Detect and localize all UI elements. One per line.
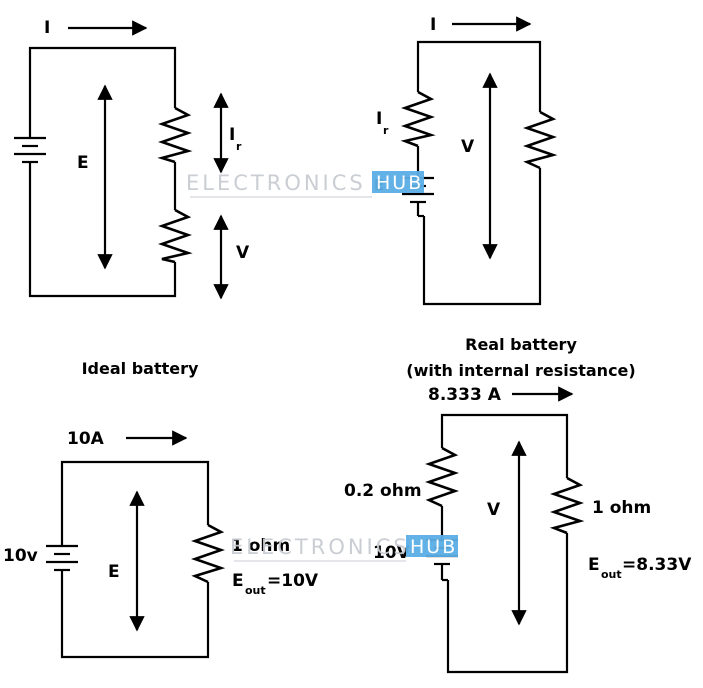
internal-resistor-symbol <box>157 106 193 164</box>
real-caption-line2: (with internal resistance) <box>406 361 635 380</box>
eout-symbol: E <box>232 571 244 591</box>
voltage-label: V <box>461 137 475 157</box>
eout-subscript: out <box>601 568 622 581</box>
emf-label: E <box>108 562 120 582</box>
eout-value: =10V <box>267 571 319 591</box>
internal-resistor-symbol <box>400 90 436 148</box>
voltage-label: V <box>487 500 501 520</box>
internal-current-label: I <box>376 109 382 129</box>
current-value: 10A <box>67 429 105 449</box>
load-resistance: 1 ohm <box>592 498 651 518</box>
wire <box>416 40 542 112</box>
load-resistor-symbol <box>523 110 558 170</box>
source-voltage: 10V <box>373 543 411 563</box>
watermark-text: ELECTRONICS <box>230 535 410 559</box>
load-resistor-symbol <box>158 208 193 264</box>
wire <box>60 578 210 659</box>
load-resistor-symbol <box>191 523 226 584</box>
ideal-concept-circuit: I E I r V <box>14 18 250 300</box>
current-label: I <box>44 18 50 38</box>
watermark-box-text: HUB <box>410 536 457 558</box>
internal-current-subscript: r <box>236 140 242 153</box>
real-concept-circuit: I I r V E <box>374 15 558 306</box>
watermark-box-text: HUB <box>376 172 423 194</box>
wire <box>446 533 569 674</box>
voltage-label: V <box>236 243 250 263</box>
battery-symbol <box>14 136 46 170</box>
wire <box>440 413 569 478</box>
battery-symbol <box>46 544 78 578</box>
load-resistor-symbol <box>549 476 585 535</box>
wire <box>28 170 177 298</box>
load-resistance: 1 ohm <box>231 536 290 556</box>
internal-current-subscript: r <box>383 124 389 137</box>
wire <box>60 460 210 546</box>
internal-resistor-symbol <box>425 446 459 508</box>
source-voltage: 10v <box>3 546 38 566</box>
watermark-text: ELECTRONICS <box>186 171 366 195</box>
current-label: I <box>430 15 436 35</box>
internal-resistance: 0.2 ohm <box>344 481 422 501</box>
real-example-circuit: 8.333 A 0.2 ohm 10V V 1 ohm E out =8.33V <box>344 385 692 674</box>
real-caption-line1: Real battery <box>465 335 577 354</box>
eout-symbol: E <box>588 555 600 575</box>
emf-label: E <box>77 153 89 173</box>
ideal-caption: Ideal battery <box>82 359 199 378</box>
watermark-box <box>406 535 458 557</box>
internal-current-label: I <box>229 125 235 145</box>
current-value: 8.333 A <box>428 385 502 405</box>
watermark-top: ELECTRONICS HUB <box>186 171 424 198</box>
watermark-box <box>372 171 424 193</box>
wire <box>422 168 542 306</box>
watermark-bottom: ELECTRONICS HUB <box>230 535 458 562</box>
eout-value: =8.33V <box>622 555 692 575</box>
ideal-example-circuit: 10A 10v E 1 ohm E out =10V <box>3 429 319 659</box>
eout-subscript: out <box>245 584 266 597</box>
wire <box>28 46 177 138</box>
